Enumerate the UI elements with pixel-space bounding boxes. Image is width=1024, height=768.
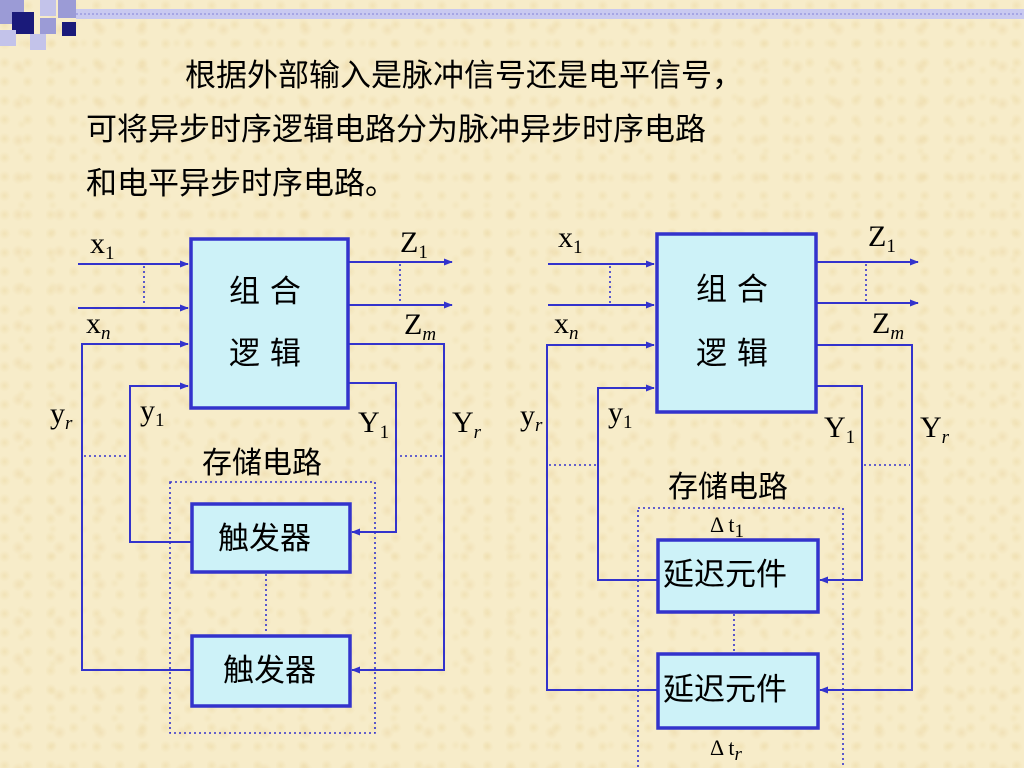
right-label-zm: Zm [872,307,904,344]
paragraph-line-2: 可将异步时序逻辑电路分为脉冲异步时序电路 [86,112,706,148]
right-combo-logic-box [655,232,818,414]
left-label-zm: Zm [404,308,436,345]
left-flipflop-top-label: 触发器 [218,521,311,557]
left-storage-label: 存储电路 [202,446,322,481]
left-flipflop-bottom [190,634,352,708]
paragraph-line-3: 和电平异步时序电路。 [86,166,396,202]
left-combo-line2: 逻 辑 [229,336,301,372]
left-label-x1: x1 [90,227,115,264]
right-label-yr: yr [520,399,543,436]
right-delay-top-label: 延迟元件 [663,557,787,593]
left-combo-logic-box [189,237,350,410]
right-label-Y1: Y1 [824,411,855,448]
right-delay-top [656,538,820,614]
paragraph-line-1: 根据外部输入是脉冲信号还是电平信号， [185,58,743,94]
right-label-Yr: Yr [920,411,950,448]
left-label-z1: Z1 [400,226,428,263]
right-delay-bottom [656,652,820,730]
left-diagram: 组 合 逻 辑 触发器 触发器 存储电路 x1 xn Z1 Zm yr y1 [50,226,482,734]
left-label-xn: xn [86,307,111,344]
left-combo-line1: 组 合 [229,274,301,310]
right-storage-label: 存储电路 [668,470,788,505]
left-label-y1: y1 [140,394,165,431]
right-combo-line2: 逻 辑 [696,336,768,372]
right-diagram: 组 合 逻 辑 延迟元件 延迟元件 存储电路 Δ t1 Δ tr x1 xn Z… [520,220,950,768]
right-delay-top-time: Δ t1 [710,512,744,542]
right-label-y1: y1 [608,396,633,433]
right-delay-bottom-time: Δ tr [710,735,743,765]
right-delay-bottom-label: 延迟元件 [663,672,787,708]
left-flipflop-top [190,502,352,574]
left-label-Y1: Y1 [358,406,389,443]
left-flipflop-bottom-label: 触发器 [223,653,316,689]
right-combo-line1: 组 合 [696,272,768,308]
right-label-x1: x1 [558,221,583,258]
slide-corner-logo-icon [0,0,1024,50]
right-label-z1: Z1 [868,220,896,257]
left-label-yr: yr [50,397,73,434]
left-label-Yr: Yr [452,406,482,443]
right-label-xn: xn [554,307,579,344]
